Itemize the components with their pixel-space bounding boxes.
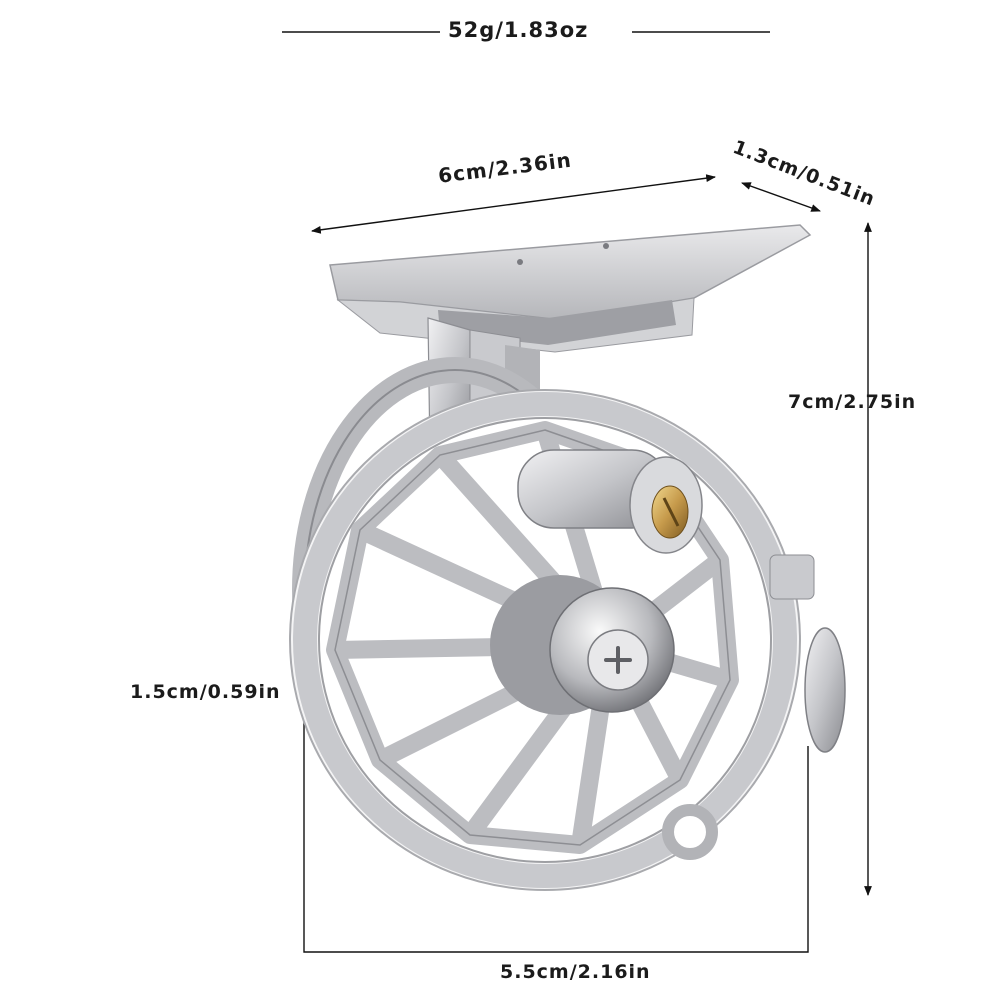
counterweight-hole <box>662 804 718 860</box>
spool-width-label: 1.5cm/0.59in <box>130 681 281 703</box>
reel-handle <box>769 554 846 753</box>
weight-label: 52g/1.83oz <box>448 18 589 42</box>
reel-foot <box>329 224 812 353</box>
height-label: 7cm/2.75in <box>788 391 917 413</box>
fly-reel <box>289 224 846 891</box>
spool-hub <box>490 575 675 715</box>
diameter-bracket <box>303 715 809 953</box>
width-arrow <box>311 174 716 234</box>
line-guide <box>517 449 703 554</box>
depth-arrow <box>741 182 821 212</box>
diameter-label: 5.5cm/2.16in <box>500 961 651 983</box>
